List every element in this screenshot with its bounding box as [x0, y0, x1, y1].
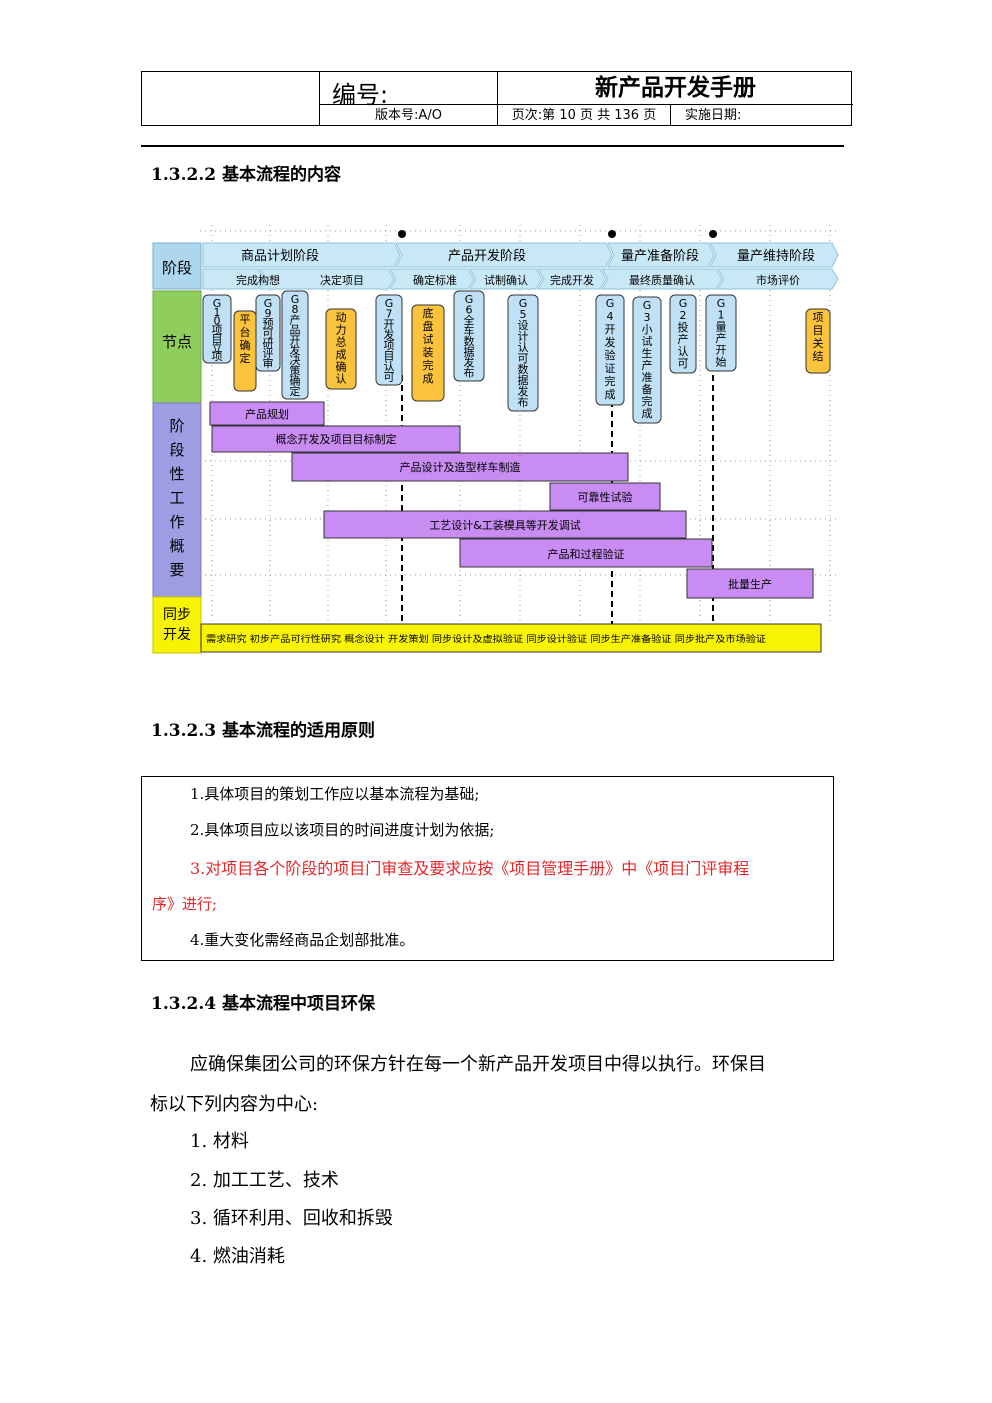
gate-node-box: [669, 294, 697, 374]
work-label-cell: [152, 402, 202, 598]
substage-1: 决定项目: [320, 273, 364, 287]
gate-node-label: 底盘试装完成: [423, 306, 434, 385]
page-number: 页次:第 10 页 共 136 页: [497, 105, 670, 126]
task-1: 概念开发及项目目标制定: [276, 432, 397, 446]
effective-date: 实施日期:: [670, 105, 853, 126]
gate-node-box: [453, 290, 485, 382]
stage-arrows: [202, 242, 839, 290]
principle-3-line2: 序》进行;: [152, 895, 218, 913]
gate-node-box: [632, 296, 662, 424]
substage-2: 确定标准: [413, 273, 457, 287]
header-rule: [141, 145, 844, 147]
gate-node-box: [325, 308, 357, 390]
gate-node-label: 平台确定: [240, 313, 251, 365]
substage-5: 最终质量确认: [629, 273, 695, 287]
process-flow-diagram: 阶段 节点 阶段性工作概要 同步开发 商品计划阶段 产品开发阶段 量产准备阶段 …: [152, 225, 840, 654]
stage-3: 量产维持阶段: [737, 249, 815, 264]
principles-box: 1.具体项目的策划工作应以基本流程为基础; 2.具体项目应以该项目的时间进度计划…: [141, 776, 834, 961]
env-item-1: 1. 材料: [190, 1131, 249, 1152]
env-item-2: 2. 加工工艺、技术: [190, 1170, 339, 1191]
sync-text: 需求研究 初步产品可行性研究 概念设计 开发策划 同步设计及虚拟验证 同步设计验…: [206, 633, 766, 645]
task-6: 批量生产: [728, 577, 772, 591]
doc-code-label: 编号:: [319, 72, 496, 109]
task-5: 产品和过程验证: [548, 547, 625, 561]
section-title-flow-content: 1.3.2.2 基本流程的内容: [151, 165, 341, 185]
work-row-label: 阶段性工作概要: [169, 417, 184, 579]
principle-4: 4.重大变化需经商品企划部批准。: [190, 931, 415, 949]
header-divider: [319, 104, 853, 105]
principle-2: 2.具体项目应以该项目的时间进度计划为依据;: [190, 821, 495, 839]
gate-node-box: [375, 294, 403, 386]
gate-node-box: [255, 294, 281, 372]
gate-node-box: [595, 294, 625, 406]
sync-label-cell: [152, 596, 202, 654]
stage-1: 产品开发阶段: [448, 248, 526, 264]
gate-node-label: 动力总成确认: [336, 311, 347, 386]
gate-node-label: 项目关结: [813, 311, 824, 363]
env-item-4: 4. 燃油消耗: [190, 1246, 285, 1267]
substage-6: 市场评价: [756, 273, 800, 287]
principle-1: 1.具体项目的策划工作应以基本流程为基础;: [190, 785, 480, 803]
doc-title: 新产品开发手册: [497, 72, 853, 104]
version-number: 版本号:A/O: [319, 105, 497, 126]
substage-4: 完成开发: [550, 273, 594, 287]
sync-row-label: 同步开发: [163, 607, 191, 643]
node-label-cell: [152, 290, 202, 404]
substage-0: 完成构想: [236, 273, 280, 287]
gate-node-box: [411, 304, 445, 402]
header-table: 编号: 新产品开发手册 版本号:A/O 页次:第 10 页 共 136 页 实施…: [141, 71, 853, 126]
gate-node-box: [281, 290, 309, 400]
substage-3: 试制确认: [484, 274, 528, 287]
task-4: 工艺设计&工装模具等开发调试: [429, 518, 581, 532]
gate-node-box: [705, 294, 737, 372]
stage-label-cell: [152, 242, 202, 290]
gate-node-box: [805, 308, 831, 374]
stage-2: 量产准备阶段: [621, 248, 699, 264]
section-title-principles: 1.3.2.3 基本流程的适用原则: [151, 721, 375, 741]
gate-node-box: [507, 294, 539, 412]
task-0: 产品规划: [245, 407, 289, 421]
stage-row-label: 阶段: [162, 259, 192, 277]
env-item-3: 3. 循环利用、回收和拆毁: [190, 1208, 393, 1229]
sync-bar: [200, 623, 822, 653]
principle-3-line1: 3.对项目各个阶段的项目门审查及要求应按《项目管理手册》中《项目门评审程: [190, 859, 750, 878]
task-2: 产品设计及造型样车制造: [400, 460, 521, 474]
env-paragraph-line1: 应确保集团公司的环保方针在每一个新产品开发项目中得以执行。环保目: [190, 1054, 766, 1075]
section-title-environment: 1.3.2.4 基本流程中项目环保: [151, 994, 375, 1014]
work-bars: [209, 401, 814, 599]
env-paragraph-line2: 标以下列内容为中心:: [150, 1094, 319, 1115]
task-3: 可靠性试验: [578, 490, 633, 504]
node-row-label: 节点: [162, 333, 192, 351]
gate-node-box: [202, 294, 232, 364]
stage-0: 商品计划阶段: [241, 249, 319, 264]
